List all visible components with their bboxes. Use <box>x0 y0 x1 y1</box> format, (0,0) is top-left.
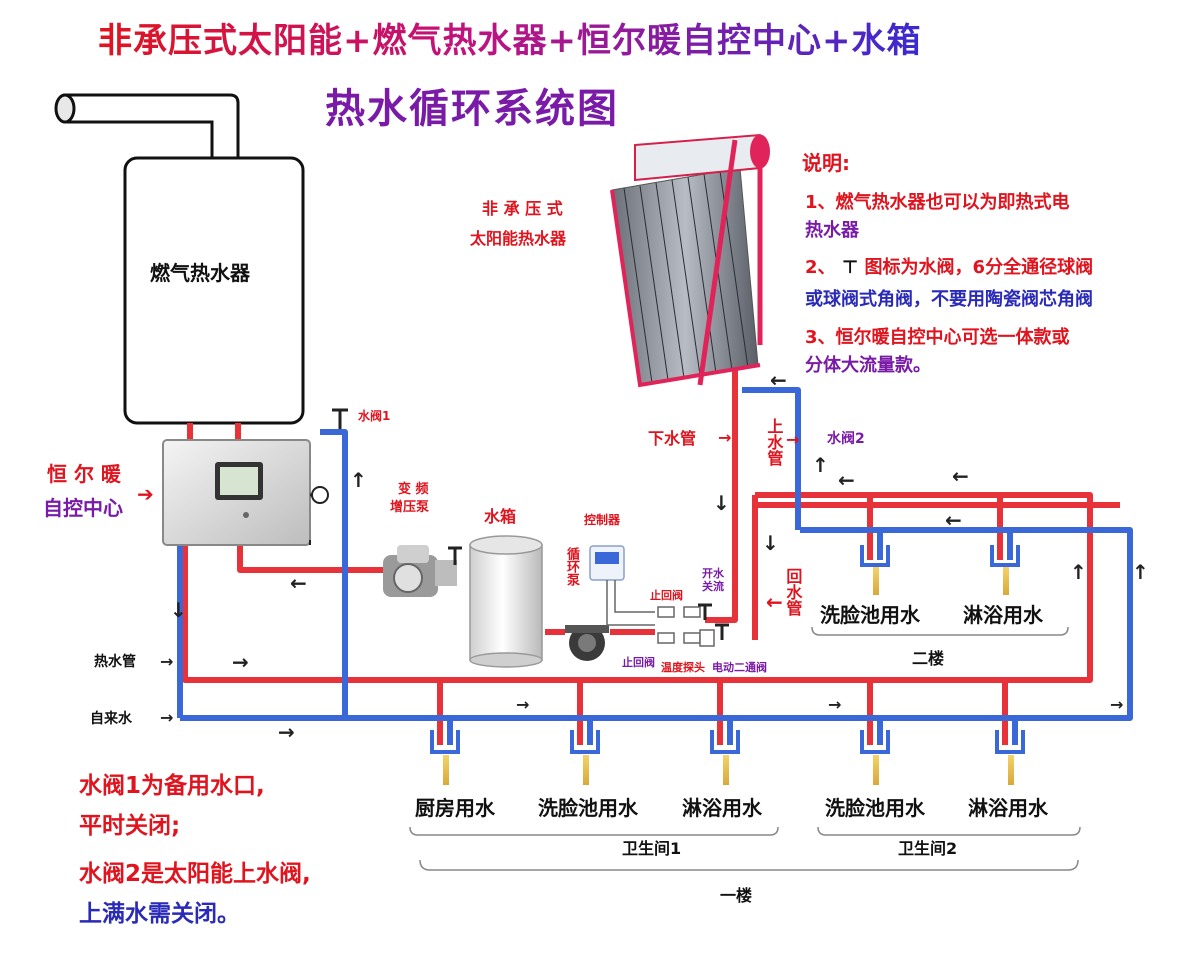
controller-unit <box>589 545 655 626</box>
control-center-box <box>162 439 329 546</box>
down-pipe-label: 下水管 <box>648 429 697 448</box>
return-arrow: ← <box>766 590 783 614</box>
gas-heater-label: 燃气热水器 <box>150 261 250 285</box>
flow-arrow-down-3: ↓ <box>762 531 779 555</box>
valve2-label: 水阀2 <box>827 431 865 447</box>
flow-arrow-left-3: ← <box>838 468 855 492</box>
note1-line-b: 热水器 <box>805 220 859 241</box>
motor-valve-label: 电动二通阀 <box>712 661 767 674</box>
hot-pipe-arrow: → <box>160 652 174 671</box>
valve-cluster <box>657 603 729 647</box>
flow-arrow-left-2: ← <box>770 368 787 392</box>
bathroom1-label: 卫生间1 <box>622 839 682 858</box>
f1-kitchen-label: 厨房用水 <box>415 796 495 820</box>
solar-heater <box>610 133 770 388</box>
f1-washbasin2-label: 洗脸池用水 <box>825 796 925 820</box>
f1-shower2-label: 淋浴用水 <box>968 796 1048 820</box>
bottom-note-line2: 平时关闭; <box>79 813 181 839</box>
cold-pipes <box>177 387 1133 745</box>
floor1-label: 一楼 <box>720 886 753 905</box>
booster-pump-label-a: 变 频 <box>398 482 429 497</box>
flow-arrow-left-4: ← <box>952 464 969 488</box>
solar-label-a: 非 承 压 式 <box>482 199 563 218</box>
tap-water-arrow: → <box>160 708 174 727</box>
flow-arrow-left-5: ← <box>945 508 962 532</box>
temp-probe-label: 温度探头 <box>661 661 705 674</box>
f2-shower-label: 淋浴用水 <box>963 603 1043 627</box>
bottom-note-line3: 水阀2是太阳能上水阀, <box>79 861 311 887</box>
floor-brackets <box>409 626 1081 871</box>
booster-pump-label-b: 增压泵 <box>390 500 430 515</box>
circulation-pump <box>565 625 609 661</box>
flow-switch-label: 开水关流 <box>702 567 724 593</box>
gas-heater-body <box>123 156 305 425</box>
tap-outlets <box>443 567 1014 785</box>
flow-arrow-up-2: ↑ <box>812 453 829 477</box>
f2-washbasin-label: 洗脸池用水 <box>820 603 920 627</box>
up-pipe-arrow: → <box>786 430 800 449</box>
valve-icon: ⊤ <box>841 257 859 278</box>
water-tank-label: 水箱 <box>484 507 517 526</box>
note3-line-a: 3、恒尔暖自控中心可选一体款或 <box>805 327 1070 348</box>
return-pipe-label: 回水管 <box>783 568 803 616</box>
note2-line-a: 2、 ⊤ 图标为水阀，6分全通径球阀 <box>805 257 1094 279</box>
flow-arrow-right-3: → <box>516 695 530 714</box>
flow-arrow-up-1: ↑ <box>350 468 367 492</box>
bottom-note-line4: 上满水需关闭。 <box>79 901 240 927</box>
controller-label: 控制器 <box>584 513 621 527</box>
down-pipe-arrow: → <box>718 428 732 447</box>
note3-line-b: 分体大流量款。 <box>805 355 931 376</box>
note2-text: 图标为水阀，6分全通径球阀 <box>864 257 1094 278</box>
flow-arrow-down-2: ↓ <box>713 491 730 515</box>
f1-shower1-label: 淋浴用水 <box>682 796 762 820</box>
note1-line-a: 1、燃气热水器也可以为即热式电 <box>805 192 1070 213</box>
title-line2: 热水循环系统图 <box>325 86 619 132</box>
flow-arrow-up-3: ↑ <box>1070 560 1087 584</box>
control-center-label-a: 恒 尔 暖 <box>47 462 121 486</box>
bottom-note-line1: 水阀1为备用水口, <box>79 773 265 799</box>
hot-pipe-label: 热水管 <box>94 654 136 670</box>
check-valve-bottom-label: 止回阀 <box>622 656 655 669</box>
up-pipe-label: 上水管 <box>764 418 784 466</box>
circ-pump-label: 循环泵 <box>563 547 579 586</box>
floor2-label: 二楼 <box>912 649 945 668</box>
flow-arrow-right-5: → <box>1110 695 1124 714</box>
flow-arrow-up-4: ↑ <box>1132 560 1149 584</box>
flow-arrow-right-1: → <box>232 650 249 674</box>
flow-arrow-down-1: ↓ <box>170 598 187 622</box>
notes-heading: 说明: <box>802 151 850 175</box>
title-line1: 非承压式太阳能+燃气热水器+恒尔暖自控中心+水箱 <box>98 21 922 61</box>
control-center-label-b: 自控中心 <box>43 496 123 520</box>
check-valve-top-label: 止回阀 <box>650 589 683 602</box>
fixture-traps <box>430 545 1025 754</box>
chimney <box>54 93 240 160</box>
solar-label-b: 太阳能热水器 <box>470 229 567 248</box>
flow-arrow-right-2: → <box>278 720 295 744</box>
note2-prefix: 2、 <box>805 257 836 278</box>
booster-pump <box>383 545 462 597</box>
control-center-arrow: ➔ <box>137 482 154 506</box>
tap-water-label: 自来水 <box>90 711 132 727</box>
bathroom2-label: 卫生间2 <box>898 839 958 858</box>
f1-washbasin1-label: 洗脸池用水 <box>538 796 638 820</box>
valve1-label: 水阀1 <box>358 409 391 423</box>
water-tank <box>469 535 543 668</box>
flow-arrow-left-1: ← <box>290 571 307 595</box>
flow-arrow-right-4: → <box>828 695 842 714</box>
note2-line-c: 或球阀式角阀，不要用陶瓷阀芯角阀 <box>805 289 1093 310</box>
valve1-symbol <box>332 408 348 432</box>
